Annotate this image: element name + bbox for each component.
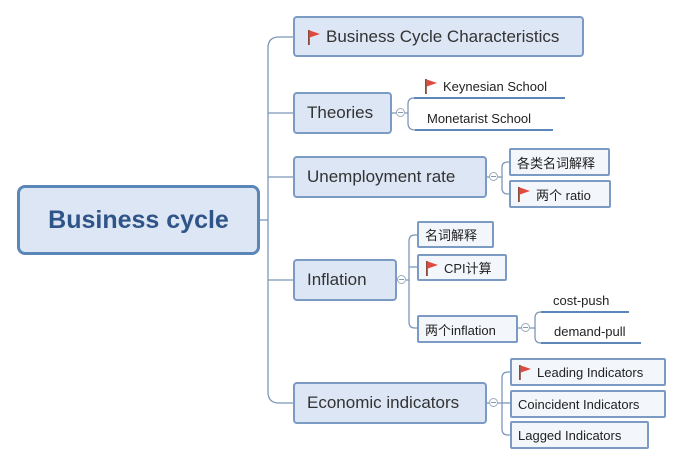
inflation-child-two-inflation[interactable]: 两个inflation <box>417 315 518 343</box>
theories-child-monetarist-label: Monetarist School <box>427 110 532 126</box>
branch-inflation-label: Inflation <box>307 270 367 289</box>
indicators-child-lagged[interactable]: Lagged Indicators <box>510 421 649 449</box>
branch-unemployment[interactable]: Unemployment rate <box>293 156 487 198</box>
root-topic-label: Business cycle <box>48 205 229 234</box>
indicators-child-coincident[interactable]: Coincident Indicators <box>510 390 666 418</box>
indicators-child-lagged-label: Lagged Indicators <box>518 427 622 443</box>
theories-child-keynesian[interactable]: Keynesian School <box>420 76 551 96</box>
red-flag-icon <box>518 187 530 202</box>
indicators-collapse-icon[interactable] <box>489 398 498 407</box>
two-inflation-child-demand-pull-label: demand-pull <box>554 323 626 339</box>
branch-theories-label: Theories <box>307 103 374 122</box>
branch-theories[interactable]: Theories <box>293 92 392 134</box>
branch-characteristics[interactable]: Business Cycle Characteristics <box>293 16 584 57</box>
theories-child-keynesian-label: Keynesian School <box>443 78 548 94</box>
branch-inflation[interactable]: Inflation <box>293 259 397 301</box>
root-topic[interactable]: Business cycle <box>17 185 260 255</box>
indicators-child-coincident-label: Coincident Indicators <box>518 396 640 412</box>
red-flag-icon <box>308 29 320 45</box>
two-inflation-child-cost-push[interactable]: cost-push <box>549 290 613 310</box>
inflation-child-terms-label: 名词解释 <box>425 228 478 243</box>
indicators-child-leading-label: Leading Indicators <box>537 364 644 380</box>
two-inflation-child-cost-push-label: cost-push <box>553 292 610 308</box>
theories-child-monetarist[interactable]: Monetarist School <box>423 108 535 128</box>
unemployment-child-terms[interactable]: 各类名词解释 <box>509 148 610 176</box>
two-inflation-child-demand-pull[interactable]: demand-pull <box>550 321 630 341</box>
inflation-child-cpi-label: CPI计算 <box>444 261 492 276</box>
theories-collapse-icon[interactable] <box>396 108 405 117</box>
inflation-collapse-icon[interactable] <box>397 275 406 284</box>
inflation-child-two-inflation-label: 两个inflation <box>425 322 496 338</box>
inflation-child-cpi[interactable]: CPI计算 <box>417 254 507 281</box>
unemployment-child-ratio-label: 两个 ratio <box>536 187 591 203</box>
red-flag-icon <box>519 365 531 380</box>
branch-characteristics-label: Business Cycle Characteristics <box>326 26 560 46</box>
red-flag-icon <box>426 260 438 276</box>
unemployment-child-terms-label: 各类名词解释 <box>517 155 596 171</box>
red-flag-icon <box>425 79 437 94</box>
unemployment-child-ratio[interactable]: 两个 ratio <box>509 180 611 208</box>
inflation-child-terms[interactable]: 名词解释 <box>417 221 494 248</box>
indicators-child-leading[interactable]: Leading Indicators <box>510 358 666 386</box>
two-inflation-collapse-icon[interactable] <box>521 323 530 332</box>
branch-indicators-label: Economic indicators <box>307 393 460 412</box>
branch-indicators[interactable]: Economic indicators <box>293 382 487 424</box>
unemployment-collapse-icon[interactable] <box>489 172 498 181</box>
branch-unemployment-label: Unemployment rate <box>307 167 456 186</box>
